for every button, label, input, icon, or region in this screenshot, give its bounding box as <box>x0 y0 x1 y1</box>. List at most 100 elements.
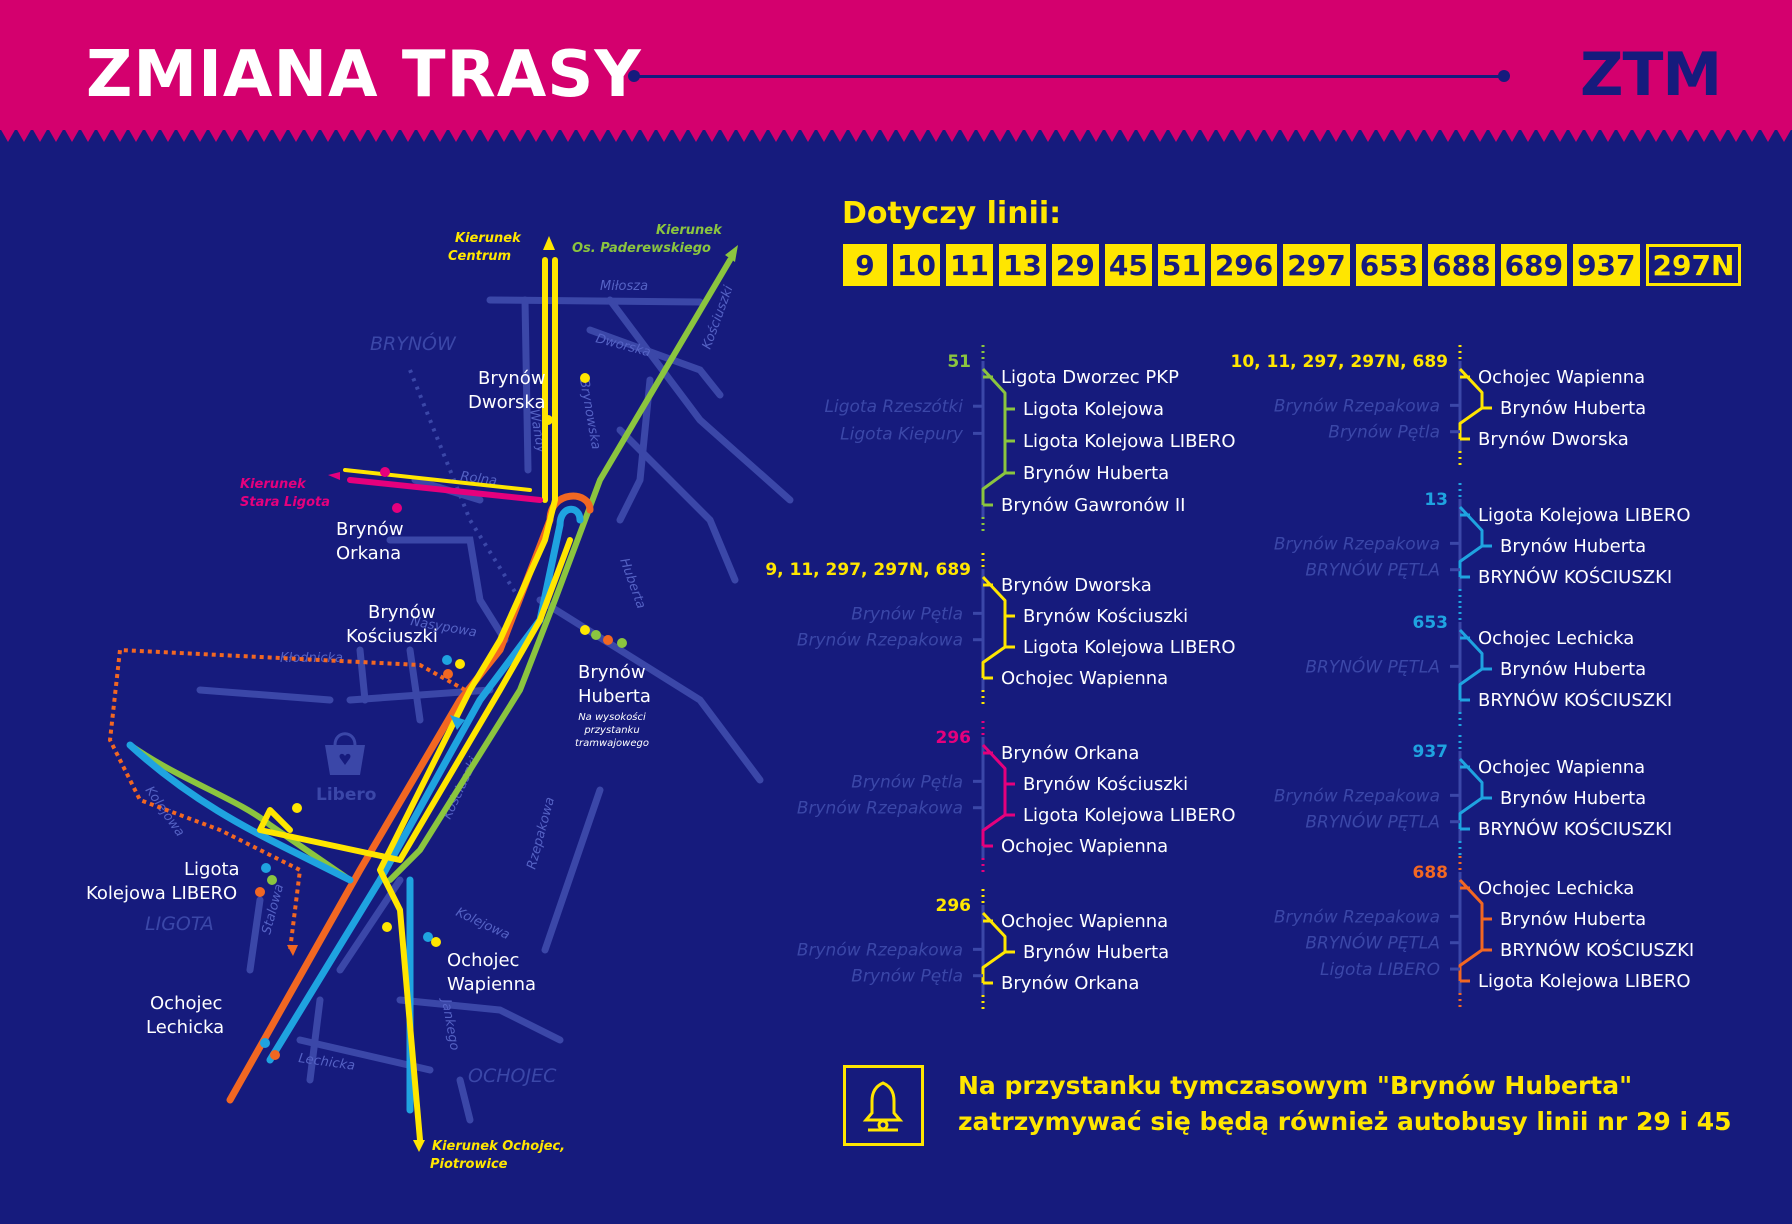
arrow-down-icon <box>287 945 298 956</box>
header-divider <box>630 75 1506 78</box>
route-stop-label: BRYNÓW KOŚCIUSZKI <box>1478 818 1672 840</box>
route-line-label: 13 <box>1424 490 1448 510</box>
route-old-stop-label: Brynów Rzepakowa <box>1274 786 1440 806</box>
route-old-stop-label: Brynów Rzepakowa <box>797 799 963 819</box>
divider-dot-right <box>1498 70 1510 82</box>
route-old-stop-label: BRYNÓW PĘTLA <box>1305 559 1440 581</box>
line-badge: 13 <box>998 244 1046 286</box>
arrow-up-icon <box>543 236 555 250</box>
street-label: Kolejowa <box>142 784 187 840</box>
route-stop-label: Ligota Kolejowa LIBERO <box>1478 971 1691 992</box>
route-old-stop-label: Brynów Pętla <box>1328 423 1440 443</box>
route-active-path <box>981 575 1007 678</box>
stop-label: Ochojec <box>150 993 222 1014</box>
stop-note: tramwajowego <box>575 738 649 749</box>
direction-stara-ligota-label: Kierunek <box>240 477 307 492</box>
direction-paderewskiego-label: Os. Paderewskiego <box>572 241 711 256</box>
arrow-down-icon <box>413 1140 425 1152</box>
stop-label: Ochojec <box>447 950 519 971</box>
route-stop-label: Ochojec Wapienna <box>1001 836 1168 857</box>
route-stop-label: Ligota Kolejowa LIBERO <box>1023 637 1236 658</box>
line-badge: 51 <box>1157 244 1205 286</box>
header-banner: ZMIANA TRASY ZTM <box>0 0 1792 130</box>
stop-label: Ligota <box>184 859 240 880</box>
line-badge: 689 <box>1500 244 1568 286</box>
street-label: Rzepakowa <box>524 795 558 871</box>
route-stop-label: Brynów Gawronów II <box>1001 495 1185 516</box>
route-stop-label: Ochojec Wapienna <box>1478 367 1645 388</box>
route-stop-label: Lig­ota Kolejowa <box>1023 399 1164 420</box>
stop-label: Wapienna <box>447 974 536 995</box>
arrow-up-icon <box>725 245 738 262</box>
route-old-stop-label: BRYNÓW PĘTLA <box>1305 655 1440 677</box>
route-stop-label: BRYNÓW KOŚCIUSZKI <box>1500 939 1694 961</box>
route-old-stop-label: Brynów Rzepakowa <box>1274 907 1440 927</box>
route-stop-label: Brynów Huberta <box>1500 909 1646 930</box>
route-line-label: 296 <box>936 728 972 748</box>
route-stop-label: Brynów Huberta <box>1500 659 1646 680</box>
route-stop-label: Brynów Dworska <box>1001 575 1152 596</box>
route-stop-label: Ochojec Lechicka <box>1478 878 1634 899</box>
stop-label: Huberta <box>578 686 651 707</box>
stop-label: Brynów <box>336 519 404 540</box>
line-badge: 297 <box>1283 244 1350 286</box>
route-old-stop-label: BRYNÓW PĘTLA <box>1305 811 1440 833</box>
route-bundle <box>126 257 733 1143</box>
line-badge-night: 297N <box>1645 244 1742 286</box>
ztm-logo: ZTM <box>1580 40 1722 110</box>
route-line-label: 51 <box>947 352 971 372</box>
route-old-stop-label: Ligota Rzeszótki <box>825 397 964 417</box>
stop-label: Brynów <box>478 368 546 389</box>
route-active-path <box>1458 367 1484 439</box>
libero-label: Libero <box>316 785 376 805</box>
direction-ochojec-label: Kierunek Ochojec, <box>432 1139 565 1154</box>
route-old-stop-label: Ligota Kiepury <box>840 424 964 444</box>
district-label: OCHOJEC <box>468 1065 557 1087</box>
street-label: Brynowska <box>576 378 603 451</box>
notice-line: Na przystanku tymczasowym "Brynów Hubert… <box>958 1071 1633 1100</box>
direction-centrum-label: Centrum <box>448 249 511 264</box>
line-badge: 10 <box>893 244 940 286</box>
route-stop-label: Ochojec Wapienna <box>1001 911 1168 932</box>
route-688-detour <box>107 647 466 951</box>
stop-label: Orkana <box>336 543 401 564</box>
route-stop-label: Brynów Dworska <box>1478 429 1629 450</box>
route-active-path <box>981 743 1007 846</box>
street-label: Huberta <box>616 556 648 611</box>
line-badge: 45 <box>1104 244 1152 286</box>
arrow-left-icon <box>328 472 340 480</box>
route-stop-label: Brynów Huberta <box>1500 788 1646 809</box>
route-stop-label: Brynów Orkana <box>1001 973 1139 994</box>
line-badge: 29 <box>1051 244 1099 286</box>
stop-label: Kolejowa LIBERO <box>86 883 237 904</box>
stop-note: Na wysokości <box>578 711 646 723</box>
street-label: Kolejowa <box>453 905 512 943</box>
direction-centrum-label: Kierunek <box>455 231 522 246</box>
line-badge: 653 <box>1355 244 1423 286</box>
route-stop-label: Brynów Huberta <box>1500 536 1646 557</box>
direction-stara-ligota-label: Stara Ligota <box>240 495 330 510</box>
route-active-path <box>1458 878 1484 981</box>
route-stop-label: Brynów Kościuszki <box>1023 774 1188 795</box>
route-old-stop-label: Brynów Rzepakowa <box>1274 396 1440 416</box>
route-active-path <box>981 911 1007 983</box>
divider-dot-left <box>628 70 640 82</box>
route-map: BRYNÓW LIGOTA OCHOJEC Miłosza Dworska Ko… <box>86 223 794 1172</box>
stop-dots <box>255 373 627 1060</box>
route-active-path <box>1458 505 1484 577</box>
line-badge: 11 <box>945 244 993 286</box>
route-stop-label: Brynów Orkana <box>1001 743 1139 764</box>
stop-label: Brynów <box>368 602 436 623</box>
route-line-label: 653 <box>1413 613 1449 633</box>
route-stop-label: Brynów Huberta <box>1500 398 1646 419</box>
direction-ochojec-label: Piotrowice <box>430 1157 508 1172</box>
stop-label: Kościuszki <box>346 626 438 647</box>
route-stop-label: Ochojec Lechicka <box>1478 628 1634 649</box>
arrow-down-icon <box>450 715 465 730</box>
district-label: LIGOTA <box>145 913 214 935</box>
line-badge: 688 <box>1428 244 1495 286</box>
route-stop-label: BRYNÓW KOŚCIUSZKI <box>1478 566 1672 588</box>
route-old-stop-label: Brynów Pętla <box>851 604 963 624</box>
